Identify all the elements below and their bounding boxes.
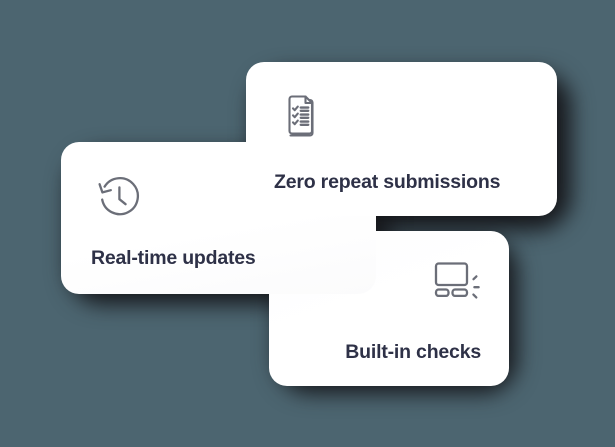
feature-card-label: Zero repeat submissions [274, 170, 501, 193]
clock-history-icon [91, 170, 143, 222]
feature-card-label: Built-in checks [345, 340, 481, 363]
documents-checklist-icon [274, 90, 326, 142]
feature-card-zero-repeat-submissions[interactable]: Zero repeat submissions [246, 62, 557, 216]
feature-card-label: Real-time updates [91, 246, 256, 269]
monitor-scan-icon [429, 257, 481, 309]
